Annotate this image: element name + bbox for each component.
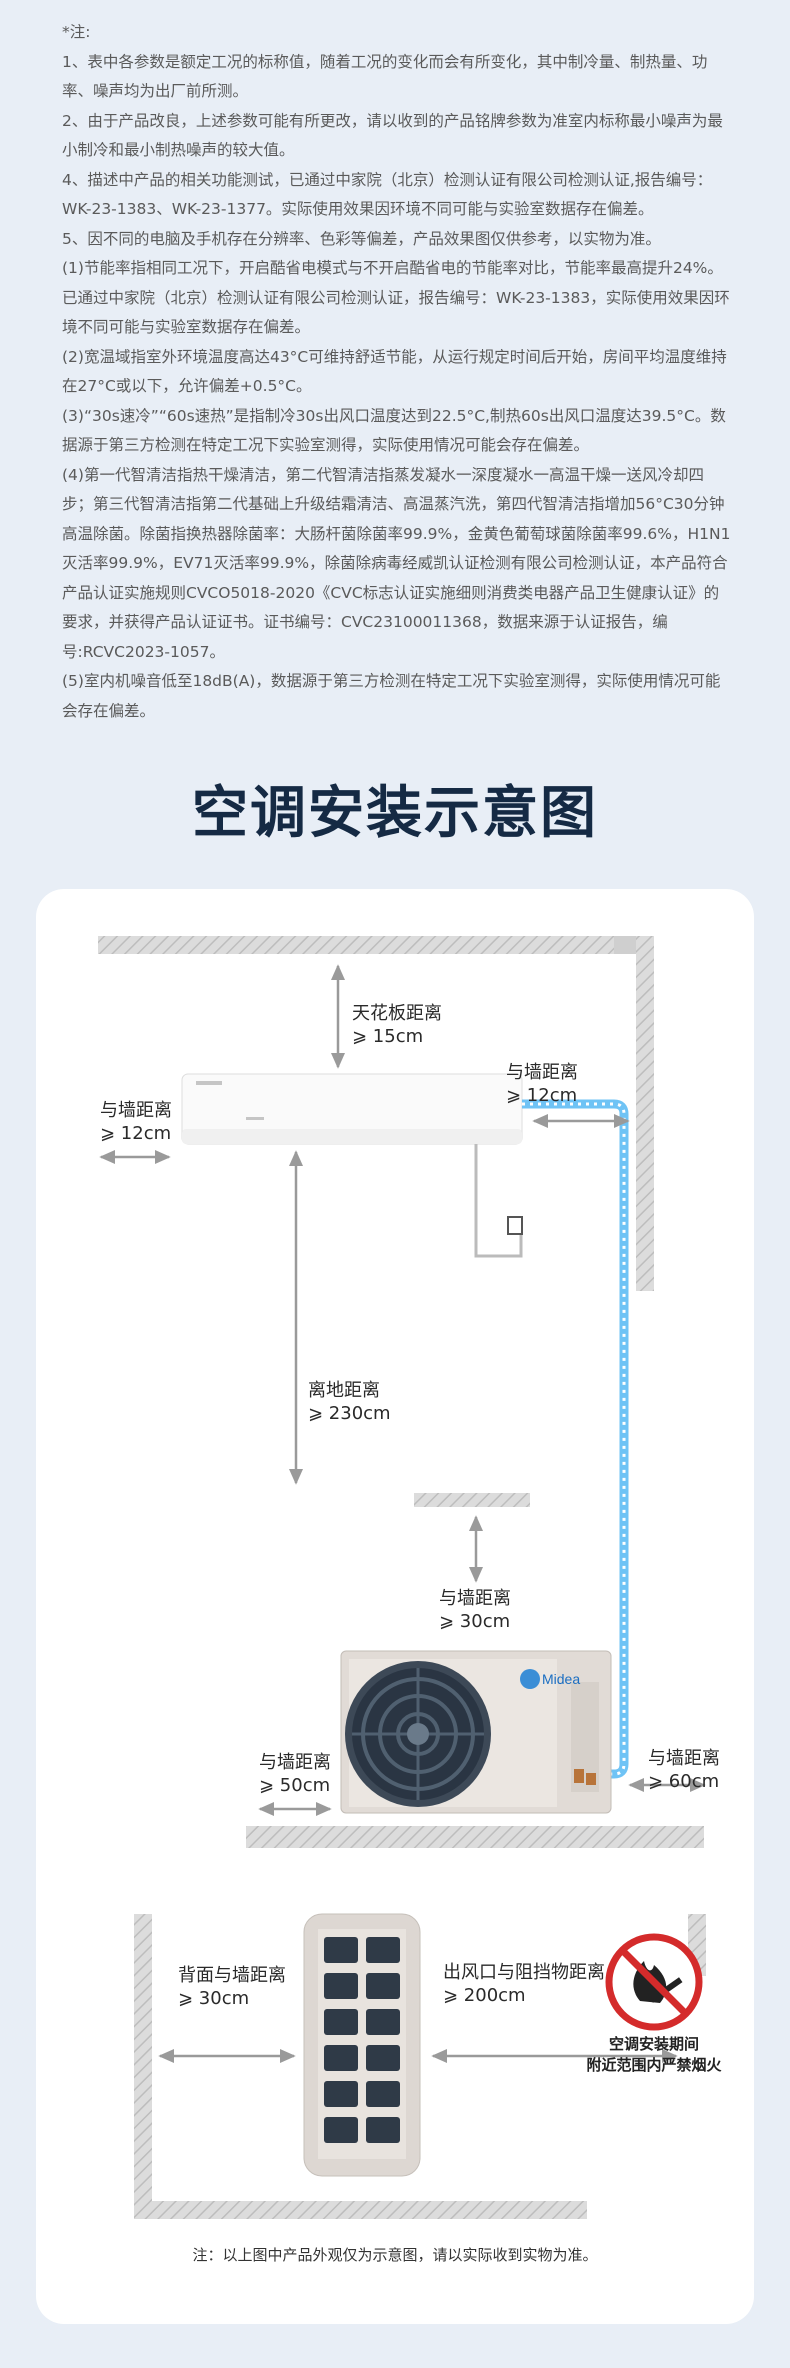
note-item: 5、因不同的电脑及手机存在分辨率、色彩等偏差，产品效果图仅供参考，以实物为准。: [62, 229, 661, 248]
notes-section: *注: 1、表中各参数是额定工况的标称值，随着工况的变化而会有所变化，其中制冷量…: [62, 18, 732, 726]
indoor-left-distance-label: 与墙距离⩾ 12cm: [100, 1100, 172, 1144]
back-distance-label: 背面与墙距离⩾ 30cm: [178, 1965, 286, 2009]
outlet-distance-label: 出风口与阻挡物距离⩾ 200cm: [443, 1962, 605, 2006]
outdoor-top-distance-label: 与墙距离⩾ 30cm: [439, 1588, 511, 1632]
outdoor-top-wall: [414, 1493, 530, 1507]
ceiling-distance-label: 天花板距离⩾ 15cm: [352, 1003, 442, 1047]
footnote: 注：以上图中产品外观仅为示意图，请以实际收到实物为准。: [192, 2246, 598, 2264]
vent-slot: [324, 2081, 358, 2107]
no-fire-warning: 空调安装期间 附近范围内严禁烟火: [586, 2035, 722, 2074]
vent-grid: [324, 1937, 400, 2143]
ceiling-wall: [98, 936, 654, 1291]
refrigerant-pipe: [522, 1099, 629, 1779]
note-item: (3)“30s速冷”“60s速热”是指制冷30s出风口温度达到22.5°C,制热…: [62, 406, 726, 455]
outdoor-unit-top-view: [303, 1913, 421, 2177]
note-item: (2)宽温域指室外环境温度高达43°C可维持舒适节能，从运行规定时间后开始，房间…: [62, 347, 727, 396]
installation-diagram: Midea: [98, 936, 706, 2219]
vent-slot: [324, 2045, 358, 2071]
drain-pipe: [474, 1144, 523, 1258]
midea-logo: Midea: [520, 1669, 580, 1689]
vent-slot: [324, 1973, 358, 1999]
indoor-right-distance-label: 与墙距离⩾ 12cm: [506, 1062, 578, 1106]
vent-slot: [366, 2081, 400, 2107]
dimension-arrows: [99, 964, 706, 2063]
outdoor-left-distance-label: 与墙距离⩾ 50cm: [259, 1752, 331, 1796]
top-view-walls: [134, 1914, 706, 2219]
note-item: 1、表中各参数是额定工况的标称值，随着工况的变化而会有所变化，其中制冷量、制热量…: [62, 52, 708, 101]
vent-slot: [366, 2009, 400, 2035]
section-title: 空调安装示意图: [192, 781, 598, 846]
note-item: 2、由于产品改良，上述参数可能有所更改，请以收到的产品铭牌参数为准室内标称最小噪…: [62, 111, 723, 160]
outdoor-right-distance-label: 与墙距离⩾ 60cm: [648, 1748, 720, 1792]
note-item: (5)室内机噪音低至18dB(A)，数据源于第三方检测在特定工况下实验室测得，实…: [62, 672, 721, 720]
brand-text: Midea: [542, 1671, 580, 1687]
vent-slot: [366, 1973, 400, 1999]
vent-slot: [366, 2045, 400, 2071]
vent-slot: [366, 1937, 400, 1963]
note-item: (4)第一代智清洁指热干燥清洁，第二代智清洁指蒸发凝水一深度凝水一高温干燥一送风…: [62, 465, 731, 661]
vent-slot: [366, 2117, 400, 2143]
no-fire-icon: [605, 1933, 703, 2031]
indoor-unit: [181, 1073, 523, 1145]
vent-slot: [324, 1937, 358, 1963]
note-item: (1)节能率指相同工况下，开启酷省电模式与不开启酷省电的节能率对比，节能率最高提…: [62, 259, 730, 336]
vent-slot: [324, 2009, 358, 2035]
notes-header: *注:: [62, 23, 91, 41]
ground: [246, 1826, 704, 1848]
note-item: 4、描述中产品的相关功能测试，已通过中家院（北京）检测认证有限公司检测认证,报告…: [62, 170, 713, 219]
floor-distance-label: 离地距离⩾ 230cm: [308, 1380, 391, 1424]
installation-diagram-card: Midea: [36, 889, 754, 2324]
vent-slot: [324, 2117, 358, 2143]
